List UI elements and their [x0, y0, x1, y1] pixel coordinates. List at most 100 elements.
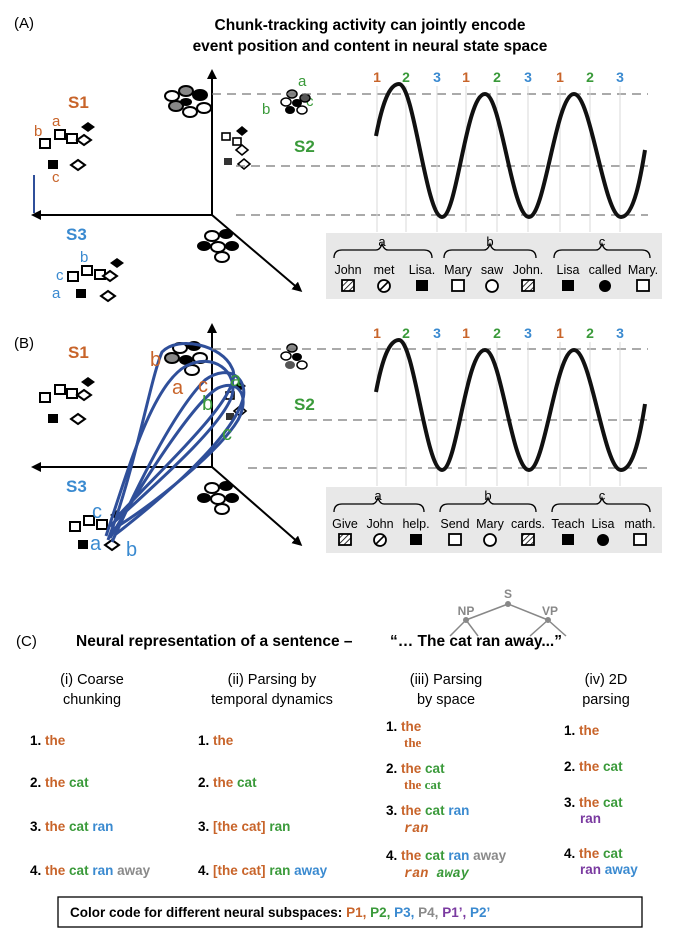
col2-rows: 1. the 2. the cat 3. [the cat] ran 4. [t… — [198, 733, 328, 878]
col1-header-line1: (i) Coarse — [60, 672, 124, 688]
panel-b-position-ticks — [376, 342, 621, 486]
col4-row3-sub: ran — [580, 811, 601, 826]
b-bottom-ellipse-cluster — [197, 481, 239, 515]
col1-header-line2: chunking — [63, 692, 121, 708]
s2-c: c — [306, 93, 314, 110]
s3-label: S3 — [66, 225, 87, 244]
b-s2-a: a — [230, 369, 242, 391]
svg-text:2. the cat: 2. the cat — [30, 775, 89, 790]
word-a-5: John. — [513, 263, 544, 277]
s1-b: b — [34, 123, 42, 140]
axis-b-depth — [211, 466, 303, 546]
panel-a-positions: 1 2 3 1 2 3 1 2 3 — [373, 69, 624, 85]
panel-a-position-ticks — [376, 86, 621, 232]
panel-b-braces — [333, 495, 651, 513]
axis-depth — [211, 214, 303, 292]
panel-b-sine-wave — [374, 337, 647, 473]
b-s2-c: c — [222, 423, 232, 445]
col2-header-line1: (ii) Parsing by — [228, 672, 317, 688]
word-b-5: cards. — [511, 517, 545, 531]
b-chunk-c-label: c — [599, 488, 606, 503]
svg-text:1. the: 1. the — [30, 733, 66, 748]
word-a-7: called — [589, 263, 622, 277]
svg-text:4. the cat ran away: 4. the cat ran away — [386, 848, 507, 863]
col4-rows: 1. the 2. the cat 3. the cat ran 4. the … — [564, 723, 638, 877]
b-trajectories — [104, 342, 246, 543]
panel-b: (B) S1 S2 S3 — [14, 323, 662, 561]
b-chunk-a-label: a — [374, 488, 382, 503]
s3-a: a — [52, 285, 61, 302]
word-b-7: Lisa — [592, 517, 615, 531]
word-a-8: Mary. — [628, 263, 658, 277]
b-s1-a: a — [172, 377, 184, 399]
col4-header-line1: (iv) 2D — [585, 672, 628, 688]
panel-c-quote: “… The cat ran away...” — [390, 633, 562, 650]
pos-a-0: 1 — [373, 69, 381, 85]
b-s1-cluster — [39, 377, 95, 426]
parse-tree: S NP VP — [449, 587, 567, 637]
s1-a: a — [52, 113, 61, 130]
word-a-6: Lisa — [557, 263, 580, 277]
col3-row1-sub: the — [404, 735, 422, 750]
tree-vp: VP — [542, 604, 558, 618]
pos-b-7: 2 — [586, 325, 594, 341]
panel-a-title-line1: Chunk-tracking activity can jointly enco… — [215, 17, 526, 34]
s3-cluster: b c a — [52, 249, 124, 303]
panel-b-label: (B) — [14, 335, 34, 352]
pos-a-7: 2 — [586, 69, 594, 85]
chunk-c-label: c — [599, 234, 606, 249]
svg-text:2. the cat: 2. the cat — [198, 775, 257, 790]
pos-b-6: 1 — [556, 325, 564, 341]
pos-a-1: 2 — [402, 69, 410, 85]
panel-a-label: (A) — [14, 15, 34, 32]
svg-text:1. the: 1. the — [564, 723, 600, 738]
pos-b-1: 2 — [402, 325, 410, 341]
word-a-4: saw — [481, 263, 504, 277]
svg-text:1. the: 1. the — [386, 719, 422, 734]
b-s3-b: b — [126, 539, 137, 561]
pos-a-4: 2 — [493, 69, 501, 85]
pos-b-2: 3 — [433, 325, 441, 341]
svg-text:4. [the cat] ran away: 4. [the cat] ran away — [198, 863, 328, 878]
panel-a-sine-wave — [374, 81, 647, 220]
col3-row3-sub: ran — [404, 822, 428, 837]
b-s1-label: S1 — [68, 343, 89, 362]
tree-np: NP — [458, 604, 475, 618]
panel-a-braces — [333, 241, 651, 259]
pos-a-5: 3 — [524, 69, 532, 85]
svg-text:2. the cat: 2. the cat — [386, 761, 445, 776]
bottom-ellipse-cluster — [197, 229, 239, 263]
color-legend: Color code for different neural subspace… — [70, 905, 490, 920]
pos-b-8: 3 — [616, 325, 624, 341]
col4-header-line2: parsing — [582, 692, 630, 708]
word-b-6: Teach — [551, 517, 584, 531]
word-b-1: John — [366, 517, 393, 531]
col1-rows: 1. the 2. the cat 3. the cat ran 4. the … — [30, 733, 151, 878]
panel-a-title-line2: event position and content in neural sta… — [193, 38, 548, 55]
panel-c-title: Neural representation of a sentence – — [76, 633, 353, 650]
svg-text:3. the cat ran: 3. the cat ran — [386, 803, 469, 818]
svg-text:4. the cat ran away: 4. the cat ran away — [30, 863, 151, 878]
chunk-b-label: b — [486, 234, 493, 249]
panel-c-label: (C) — [16, 633, 37, 650]
panel-b-symbols — [338, 533, 647, 547]
b-s1-b: b — [150, 349, 161, 371]
panel-a-words: John met Lisa. Mary saw John. Lisa calle… — [334, 263, 658, 277]
col3-header-line1: (iii) Parsing — [410, 672, 483, 688]
pos-a-8: 3 — [616, 69, 624, 85]
b-s3-c: c — [92, 501, 102, 523]
svg-text:3. [the cat] ran: 3. [the cat] ran — [198, 819, 290, 834]
b-s3-a: a — [90, 533, 102, 555]
word-b-0: Give — [332, 517, 358, 531]
tree-s: S — [504, 587, 512, 601]
word-a-2: Lisa. — [409, 263, 435, 277]
svg-text:3. the cat: 3. the cat — [564, 795, 623, 810]
svg-text:1. the: 1. the — [198, 733, 234, 748]
svg-text:4. the cat: 4. the cat — [564, 846, 623, 861]
b-s2-b: b — [202, 393, 213, 415]
mid-square-cluster — [221, 126, 252, 171]
panel-b-words: Give John help. Send Mary cards. Teach L… — [332, 517, 655, 531]
panel-a-symbols — [341, 279, 650, 293]
panel-a: (A) Chunk-tracking activity can jointly … — [14, 15, 662, 303]
